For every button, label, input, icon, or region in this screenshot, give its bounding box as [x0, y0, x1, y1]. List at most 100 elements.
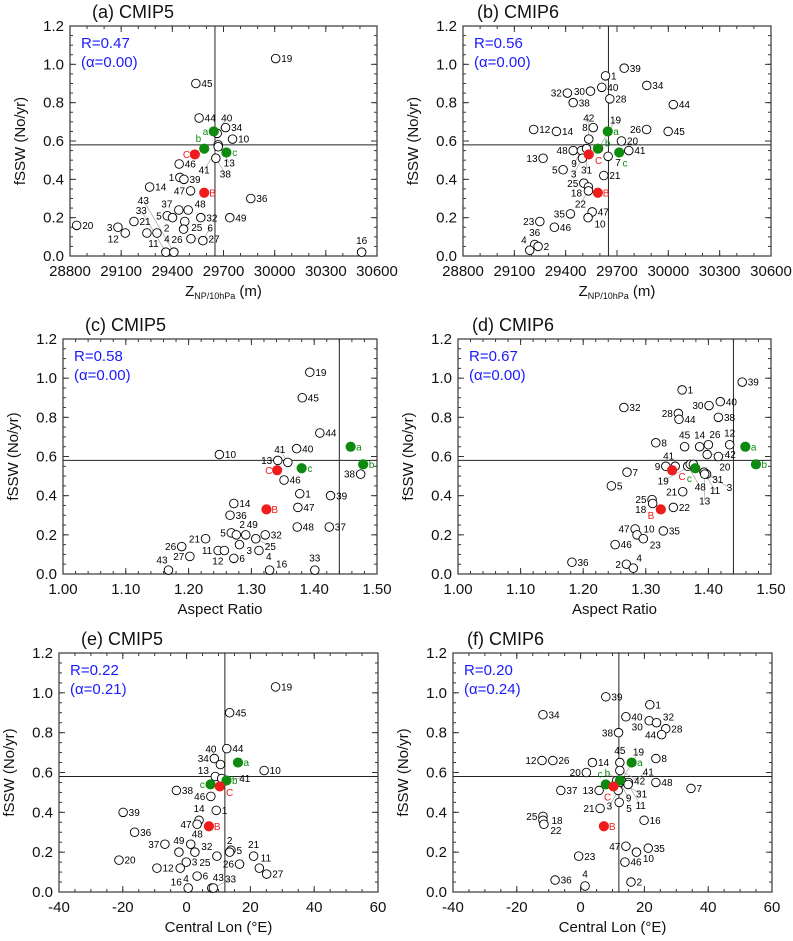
- model-point-label: 44: [325, 429, 337, 440]
- reference-point-a: [740, 441, 751, 452]
- model-point-label: 13: [261, 456, 273, 467]
- model-point-label: 3: [192, 858, 198, 869]
- reference-point-label: B: [648, 511, 655, 522]
- model-point-label: 1: [655, 700, 661, 711]
- y-tick-label: 0.6: [32, 765, 53, 782]
- model-point-label: 28: [662, 409, 674, 420]
- model-point-label: 4: [521, 235, 527, 246]
- model-point-32: [562, 88, 573, 98]
- model-point-label: 47: [180, 820, 192, 831]
- model-point-label: 26: [165, 542, 177, 553]
- model-point-label: 13: [224, 159, 236, 170]
- model-point-41: [283, 457, 293, 468]
- model-point-26: [548, 755, 558, 766]
- model-point-34: [220, 122, 231, 133]
- model-point-45: [297, 393, 308, 403]
- model-point-label: 10: [643, 524, 655, 535]
- reference-point-label: c: [307, 464, 312, 475]
- x-tick-label: 1.50: [362, 581, 391, 598]
- model-point-label: 4: [164, 235, 170, 246]
- model-point-44: [315, 428, 325, 438]
- correlation-r: R=0.56: [474, 35, 523, 52]
- x-axis-label-main: Central Lon (°E): [165, 919, 273, 936]
- model-point-label: 21: [189, 534, 201, 545]
- y-tick-label: 0.2: [426, 844, 447, 861]
- model-point-label: 47: [303, 503, 315, 514]
- model-point-33: [161, 247, 171, 257]
- x-tick-label: 1.50: [756, 581, 785, 598]
- model-point-label: 21: [248, 840, 260, 851]
- model-point-label: 13: [526, 154, 538, 165]
- model-point-45: [663, 126, 673, 137]
- y-tick-label: 1.2: [431, 331, 452, 348]
- model-point-13: [538, 153, 548, 163]
- reference-point-label: a: [243, 758, 249, 769]
- model-point-36: [567, 557, 577, 568]
- x-tick-label: 1.00: [48, 581, 77, 598]
- model-point-label: 34: [231, 123, 243, 134]
- reference-point-label: B: [209, 188, 216, 199]
- model-point-label: 20: [82, 221, 94, 232]
- model-point-label: 27: [272, 870, 284, 881]
- y-tick-label: 0.4: [426, 804, 447, 821]
- model-point-38: [211, 153, 221, 163]
- model-point-label: 6: [203, 872, 209, 883]
- model-point-42: [615, 765, 625, 776]
- x-tick-label: -40: [48, 899, 70, 916]
- y-tick-label: 0.6: [43, 133, 64, 150]
- panel-title: (e) CMIP5: [81, 629, 163, 649]
- model-point-1: [295, 488, 305, 499]
- x-axis-label-subscript: NP/10hPa: [588, 291, 629, 301]
- y-tick-label: 0.6: [436, 133, 457, 150]
- model-point-1: [600, 71, 611, 81]
- model-point-label: 47: [609, 842, 621, 853]
- y-tick-label: 0.0: [32, 884, 53, 901]
- reference-point-a: [602, 126, 613, 137]
- model-point-3: [113, 222, 123, 232]
- model-point-label: 47: [598, 208, 610, 219]
- y-axis-label: fSSW (No/yr): [5, 412, 22, 500]
- model-point-label: 32: [551, 89, 563, 100]
- model-point-label: 23: [523, 217, 535, 228]
- y-tick-label: 0.8: [431, 409, 452, 426]
- model-point-44: [656, 729, 667, 740]
- model-point-2: [224, 847, 235, 857]
- x-tick-label: 20: [636, 899, 653, 916]
- model-point-label: 7: [633, 468, 639, 479]
- model-point-49: [240, 530, 251, 540]
- model-point-label: 2: [164, 224, 170, 235]
- model-point-label: 16: [356, 236, 368, 247]
- y-tick-label: 0.2: [43, 210, 64, 227]
- y-tick-label: 1.2: [36, 331, 57, 348]
- model-point-22: [668, 502, 679, 513]
- model-point-label: 45: [679, 430, 691, 441]
- model-point-label: 23: [584, 852, 596, 863]
- reference-point-a: [626, 757, 637, 768]
- model-point-39: [179, 174, 189, 185]
- y-tick-label: 0.4: [43, 171, 64, 188]
- model-point-4: [580, 881, 590, 891]
- model-point-label: 25: [199, 858, 211, 869]
- model-point-label: 36: [561, 876, 573, 887]
- model-point-6: [198, 235, 208, 246]
- model-point-label: 46: [560, 223, 572, 234]
- y-tick-label: 0.0: [36, 566, 57, 583]
- panel-title: (c) CMIP5: [85, 315, 166, 335]
- model-point-label: 10: [594, 219, 606, 230]
- model-point-label: 31: [636, 790, 648, 801]
- reference-point-label: C: [604, 792, 611, 803]
- model-point-label: 49: [235, 213, 247, 224]
- model-point-38: [613, 727, 624, 738]
- x-tick-label: 29100: [100, 263, 142, 280]
- model-point-label: 41: [199, 166, 211, 177]
- model-point-label: 46: [290, 476, 302, 487]
- model-point-10: [259, 765, 269, 776]
- model-point-1: [677, 385, 687, 395]
- model-point-40: [215, 759, 226, 770]
- y-tick-label: 0.6: [36, 449, 57, 466]
- model-point-label: 39: [129, 808, 141, 819]
- y-tick-label: 0.8: [436, 95, 457, 112]
- model-point-label: 13: [198, 766, 210, 777]
